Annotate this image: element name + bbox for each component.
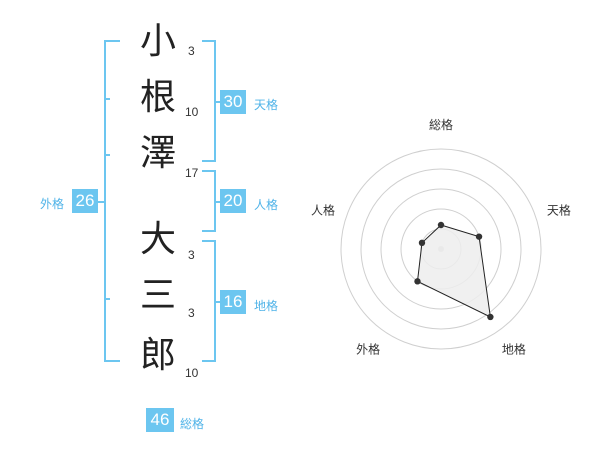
stroke-count: 3: [188, 306, 195, 320]
radar-point: [418, 239, 426, 247]
stroke-count: 10: [185, 105, 199, 119]
gaikaku-bracket: [104, 40, 120, 362]
gaikaku-value-badge: 26: [72, 189, 98, 213]
radar-grid-ring: [340, 148, 542, 350]
name-char: 三: [139, 275, 176, 316]
radar-axis-label: 総格: [429, 117, 453, 132]
chikaku-connector: [214, 301, 220, 303]
radar-axis-label: 地格: [502, 341, 526, 356]
stroke-count: 3: [188, 248, 195, 262]
radar-axis-label: 人格: [311, 203, 335, 218]
stroke-count: 10: [185, 366, 199, 380]
chikaku-label: 地格: [254, 299, 279, 313]
tenkaku-label: 天格: [254, 98, 279, 112]
soukaku-label: 総格: [180, 417, 205, 431]
stroke-count: 17: [185, 166, 199, 180]
gaikaku-bracket-tick: [104, 298, 110, 300]
radar-axis-label: 外格: [356, 341, 380, 356]
name-char: 郎: [139, 335, 176, 376]
radar-point: [437, 221, 445, 229]
name-char: 根: [139, 77, 176, 118]
jinkaku-connector: [214, 201, 220, 203]
radar-axis-label: 天格: [547, 203, 571, 218]
soukaku-value-badge: 46: [146, 408, 174, 432]
jinkaku-value-badge: 20: [220, 189, 246, 213]
radar-point: [475, 233, 483, 240]
stroke-count: 3: [188, 44, 195, 58]
name-char: 澤: [139, 133, 176, 174]
radar-grid-ring: [380, 188, 502, 310]
radar-point: [414, 278, 421, 285]
tenkaku-value-badge: 30: [220, 90, 246, 114]
radar-grid-ring: [360, 168, 522, 330]
gaikaku-bracket-tick: [104, 98, 110, 100]
tenkaku-connector: [214, 101, 220, 103]
name-char: 小: [139, 21, 176, 62]
radar-series-area: [416, 224, 492, 318]
jinkaku-label: 人格: [254, 198, 279, 212]
chikaku-value-badge: 16: [220, 290, 246, 314]
name-char: 大: [139, 219, 176, 260]
gaikaku-label: 外格: [40, 197, 65, 211]
radar-point: [487, 313, 494, 321]
gaikaku-bracket-tick: [104, 154, 110, 156]
gaikaku-connector: [98, 201, 104, 203]
